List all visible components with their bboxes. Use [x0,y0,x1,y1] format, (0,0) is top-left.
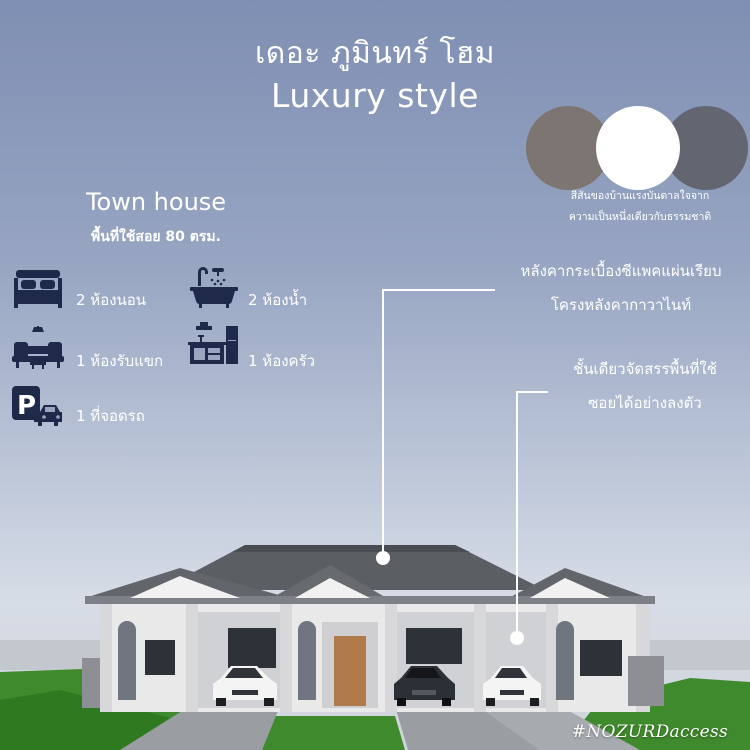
svg-text:P: P [17,391,36,421]
floor-callout-line1: ชั้นเดียวจัดสรรพื้นที่ใช้ [573,360,717,378]
parking-car-icon: P [12,384,64,428]
floor-callout: ชั้นเดียวจัดสรรพื้นที่ใช้ ซอยได้อย่างลงต… [548,352,742,420]
arched-window-right [556,621,574,700]
kitchen-icon [188,322,240,366]
roof-callout-line2: โครงหลังคากาวาไนท์ [550,296,692,314]
watermark-hashtag: #NOZURDaccess [571,722,728,742]
arched-window-center [298,621,316,700]
window-carport-left [228,628,276,668]
house-type-label: Town house [85,188,227,216]
floor-callout-dot [510,631,524,645]
sofa-icon [12,326,64,370]
window-right [580,640,622,676]
page-title-thai: เดอะ ภูมินทร์ โฮม [254,36,496,71]
bed-icon [12,268,64,312]
living-room-count: 1 ห้องรับแขก [76,352,164,370]
lawn-right [560,678,750,750]
window-left [145,640,175,675]
page-subtitle: Luxury style [271,76,479,115]
bathroom-count: 2 ห้องน้ำ [248,291,308,309]
window-carport-center [406,628,462,664]
floor-callout-line [516,391,548,633]
lawn-center [262,716,405,750]
arched-window-left [118,621,136,700]
floor-callout-line2: ซอยได้อย่างลงตัว [588,394,702,412]
lawn-left-shade [0,690,170,750]
main-roof [160,545,545,590]
car-black-center [394,666,455,706]
driveway-right [478,706,640,750]
roof-callout-dot [376,551,390,565]
color-swatch-white [596,106,680,190]
front-door [334,636,366,706]
roof-callout-line1: หลังคากระเบื้องซีแพคแผ่นเรียบ [520,262,722,280]
usable-area-label: พื้นที่ใช้สอย 80 ตรม. [91,229,221,245]
roof-callout-line [382,289,495,553]
bedroom-count: 2 ห้องนอน [76,291,147,309]
palette-caption-line2: ความเป็นหนึ่งเดียวกับธรรมชาติ [568,211,712,223]
driveway-left [120,706,280,750]
palette-caption: สีสันของบ้านแรงบันดาลใจจาก ความเป็นหนึ่ง… [530,186,750,228]
car-white-left [213,666,277,706]
car-white-right [483,666,541,706]
palette-caption-line1: สีสันของบ้านแรงบันดาลใจจาก [570,190,710,202]
parking-count: 1 ที่จอดรถ [76,407,145,425]
bathtub-icon [188,264,240,308]
driveway-center [395,706,540,750]
roof-callout: หลังคากระเบื้องซีแพคแผ่นเรียบ โครงหลังคา… [498,254,744,322]
kitchen-count: 1 ห้องครัว [248,352,316,370]
